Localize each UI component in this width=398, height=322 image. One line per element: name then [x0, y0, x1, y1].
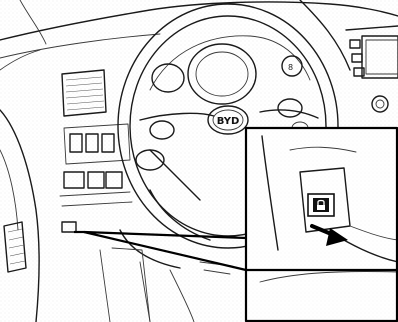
callout-inset — [246, 128, 398, 322]
svg-text:8: 8 — [288, 63, 293, 72]
steering-logo: BYD — [217, 116, 240, 127]
